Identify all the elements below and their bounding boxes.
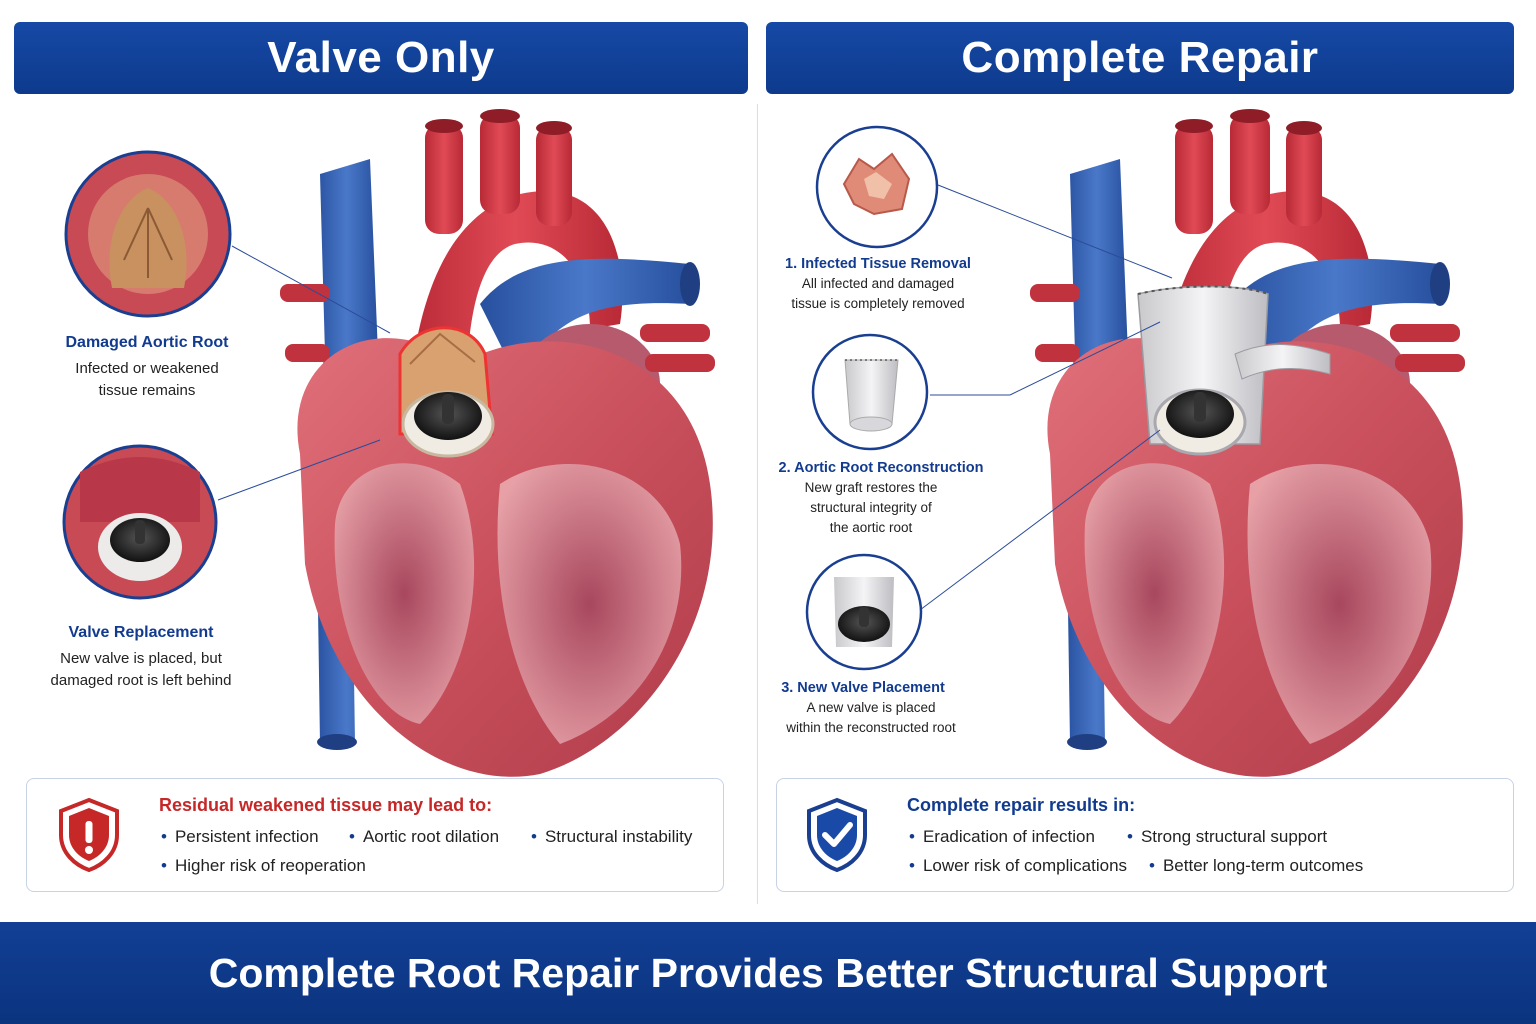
desc-line: Infected or weakened	[75, 360, 219, 377]
desc-line: the aortic root	[829, 520, 913, 535]
residual-risk-box: Residual weakened tissue may lead to: Pe…	[26, 778, 724, 892]
bullet-structural-instability: Structural instability	[531, 827, 692, 847]
desc-line: New graft restores the	[804, 480, 938, 495]
label-valve-replacement: Valve Replacement	[68, 624, 214, 641]
bullet-strong-structural-support: Strong structural support	[1127, 827, 1327, 847]
panel-divider	[757, 104, 758, 904]
heart-illustration-valve-only	[280, 109, 715, 777]
bullet-better-long-term-outcomes: Better long-term outcomes	[1149, 856, 1363, 876]
desc-line: damaged root is left behind	[50, 672, 232, 689]
heart-illustration-complete-repair	[1030, 109, 1465, 777]
bullet-persistent-infection: Persistent infection	[161, 827, 319, 847]
panel-header-valve-only: Valve Only	[14, 22, 748, 94]
valve-replacement-closeup	[62, 444, 218, 600]
panel-header-complete-repair: Complete Repair	[766, 22, 1514, 94]
desc-infected-tissue-removal: All infected and damaged tissue is compl…	[760, 274, 996, 314]
desc-line: structural integrity of	[810, 500, 932, 515]
desc-damaged-aortic-root: Infected or weakened tissue remains	[20, 358, 274, 402]
label-new-valve-placement: 3. New Valve Placement	[781, 680, 945, 696]
desc-line: All infected and damaged	[801, 276, 955, 291]
desc-line: A new valve is placed	[806, 700, 936, 715]
new-valve-closeup	[805, 553, 923, 671]
bullet-lower-risk-complications: Lower risk of complications	[909, 856, 1127, 876]
check-shield-icon	[807, 797, 867, 873]
repair-results-title: Complete repair results in:	[907, 795, 1136, 815]
bullet-aortic-root-dilation: Aortic root dilation	[349, 827, 499, 847]
label-infected-tissue-removal: 1. Infected Tissue Removal	[785, 256, 971, 272]
repair-results-box: Complete repair results in: Eradication …	[776, 778, 1514, 892]
graft-closeup	[811, 333, 929, 451]
label-aortic-root-reconstruction: 2. Aortic Root Reconstruction	[778, 460, 984, 476]
residual-risk-title: Residual weakened tissue may lead to:	[159, 795, 493, 815]
desc-line: within the reconstructed root	[786, 720, 956, 735]
warning-shield-icon	[59, 797, 119, 873]
desc-line: tissue remains	[98, 382, 196, 399]
desc-new-valve-placement: A new valve is placed within the reconst…	[756, 698, 986, 738]
label-damaged-aortic-root: Damaged Aortic Root	[65, 334, 229, 351]
footer-banner: Complete Root Repair Provides Better Str…	[0, 922, 1536, 1024]
damaged-root-closeup	[64, 150, 232, 318]
desc-line: tissue is completely removed	[791, 296, 965, 311]
desc-aortic-root-reconstruction: New graft restores the structural integr…	[756, 478, 986, 538]
desc-valve-replacement: New valve is placed, but damaged root is…	[14, 648, 268, 692]
infected-tissue-closeup	[815, 125, 939, 249]
bullet-higher-risk-reoperation: Higher risk of reoperation	[161, 856, 366, 876]
bullet-eradication-infection: Eradication of infection	[909, 827, 1095, 847]
desc-line: New valve is placed, but	[60, 650, 222, 667]
